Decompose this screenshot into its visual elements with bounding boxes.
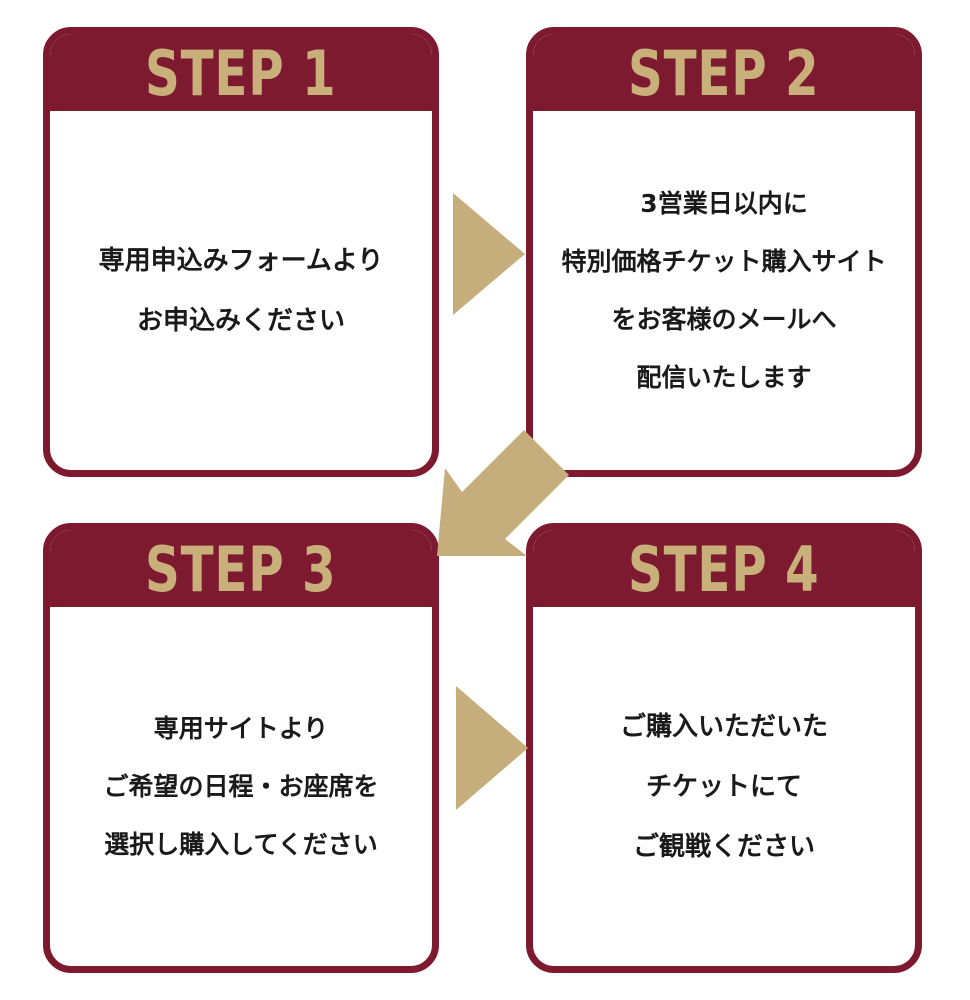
step-1-line: 専用申込みフォームより: [98, 245, 384, 276]
step-1-body: 専用申込みフォームより お申込みください: [50, 111, 432, 470]
arrow-right-icon: [456, 686, 528, 810]
step-2-line: をお客様のメールへ: [611, 304, 837, 334]
arrow-down-left-icon: [437, 430, 569, 556]
step-2-line: 特別価格チケット購入サイト: [561, 246, 887, 276]
step-2-line: 配信いたします: [636, 362, 812, 392]
step-4-line: チケットにて: [645, 771, 802, 802]
step-2-header: STEP 2: [533, 34, 915, 111]
step-2-title: STEP 2: [628, 36, 820, 110]
arrow-right-icon: [453, 193, 525, 315]
step-3-title: STEP 3: [145, 532, 337, 606]
step-3-body: 専用サイトより ご希望の日程・お座席を 選択し購入してください: [50, 607, 432, 966]
step-4-body: ご購入いただいた チケットにて ご観戦ください: [533, 607, 915, 966]
step-1-title: STEP 1: [145, 36, 337, 110]
step-3-card: STEP 3 専用サイトより ご希望の日程・お座席を 選択し購入してください: [43, 523, 439, 973]
step-2-body: 3営業日以内に 特別価格チケット購入サイト をお客様のメールへ 配信いたします: [533, 111, 915, 470]
step-3-line: ご希望の日程・お座席を: [103, 771, 379, 801]
step-4-card: STEP 4 ご購入いただいた チケットにて ご観戦ください: [526, 523, 922, 973]
step-1-header: STEP 1: [50, 34, 432, 111]
step-2-card: STEP 2 3営業日以内に 特別価格チケット購入サイト をお客様のメールへ 配…: [526, 27, 922, 477]
step-4-header: STEP 4: [533, 530, 915, 607]
step-4-title: STEP 4: [628, 532, 820, 606]
step-2-line: 3営業日以内に: [640, 188, 808, 218]
step-3-line: 選択し購入してください: [104, 829, 378, 859]
step-4-line: ご購入いただいた: [619, 711, 828, 742]
step-3-header: STEP 3: [50, 530, 432, 607]
step-1-line: お申込みください: [136, 305, 345, 336]
step-3-line: 専用サイトより: [153, 713, 329, 743]
step-1-card: STEP 1 専用申込みフォームより お申込みください: [43, 27, 439, 477]
step-4-line: ご観戦ください: [632, 831, 815, 862]
